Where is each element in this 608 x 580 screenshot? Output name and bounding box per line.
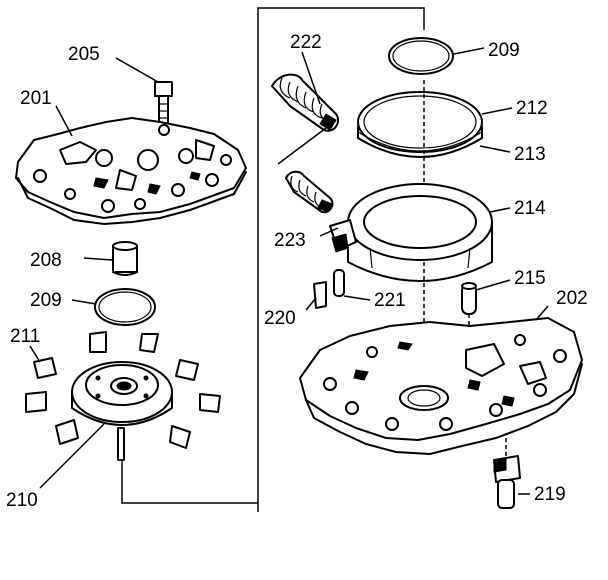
label-213: 213 [514,144,546,165]
label-202: 202 [556,288,588,309]
part-labels: 205 201 222 209 212 213 214 223 215 208 … [6,32,588,511]
fitting-219 [493,438,521,509]
pump-body-202 [299,317,583,455]
leader-lines [29,47,549,495]
ring-209-right [388,37,454,75]
cylinder-208 [112,241,138,276]
label-214: 214 [514,198,546,219]
spring-link-line [277,127,327,165]
spring-223 [285,170,334,214]
label-215: 215 [514,268,546,289]
ring-213 [357,125,483,158]
pin-221 [333,269,345,297]
label-223: 223 [274,230,306,251]
ring-212 [357,91,483,153]
label-221: 221 [374,290,406,311]
cover-housing-201 [15,117,247,225]
label-222: 222 [290,32,322,53]
label-209-top: 209 [488,40,520,61]
vanes-211 [25,331,221,449]
label-210: 210 [6,490,38,511]
label-209-left: 209 [30,290,62,311]
pin-220 [313,281,327,309]
spring-222 [271,73,340,132]
label-208: 208 [30,250,62,271]
label-219: 219 [534,484,566,505]
rotor-210 [71,361,173,461]
label-212: 212 [516,98,548,119]
pin-215 [461,282,477,315]
ring-209-left [94,288,156,326]
label-201: 201 [20,88,52,109]
label-205: 205 [68,44,100,65]
label-220: 220 [264,308,296,329]
label-211: 211 [10,326,40,347]
slide-214 [329,183,493,282]
bolt-205 [154,81,173,127]
